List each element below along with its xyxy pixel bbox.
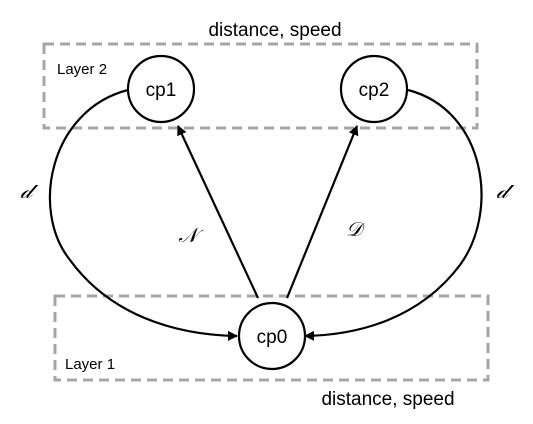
node-cp1: cp1: [126, 54, 196, 124]
layer-2-caption: distance, speed: [208, 20, 341, 41]
layer-1-label: Layer 1: [65, 356, 115, 373]
layer-2-label: Layer 2: [57, 61, 107, 78]
edge-cp0-to-cp1: [177, 125, 259, 299]
node-cp0: cp0: [237, 301, 307, 371]
edge-cp0-to-cp2: [285, 125, 359, 299]
left-curve-edge: [48, 88, 238, 341]
node-cp2-label: cp2: [359, 80, 390, 101]
node-cp1-label: cp1: [146, 80, 177, 101]
edge-cp1-label: 𝒩: [178, 223, 203, 247]
edge-cp2-label: 𝒟: [346, 217, 366, 241]
right-curve-label: 𝒹: [496, 179, 514, 204]
node-cp2: cp2: [339, 54, 409, 124]
right-curve-edge: [304, 88, 483, 341]
left-curve-label: 𝒹: [20, 179, 38, 204]
layer-1-caption: distance, speed: [321, 389, 454, 410]
layer-2-box: [42, 42, 479, 130]
layer-1-box: [53, 294, 490, 382]
node-cp0-label: cp0: [257, 327, 288, 348]
